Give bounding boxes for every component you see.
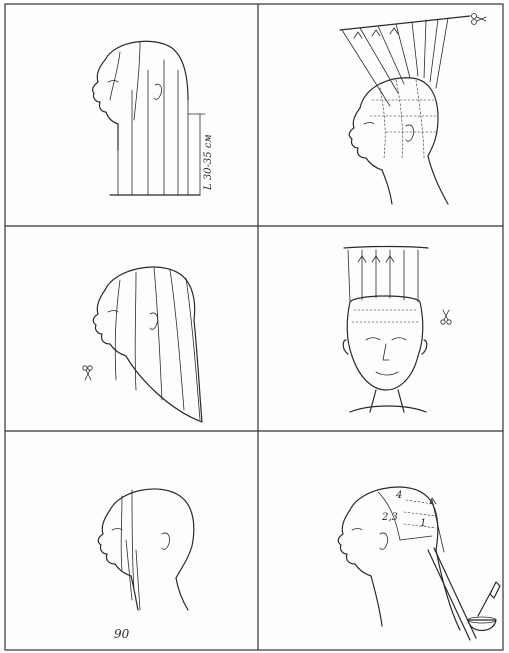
head-profile-drawing: L 30-35 см bbox=[60, 30, 240, 210]
head-elevated-drawing bbox=[320, 8, 505, 218]
length-annotation: L 30-35 см bbox=[203, 134, 214, 191]
panel-front-elevated bbox=[320, 240, 500, 420]
section-label-c: 4 bbox=[395, 490, 402, 501]
head-short-drawing: 90 bbox=[80, 470, 255, 645]
scissors-icon bbox=[472, 14, 487, 25]
panel-profile-vertical: L 30-35 см bbox=[60, 30, 240, 210]
scissors-icon bbox=[441, 310, 451, 324]
section-label-b: 1 bbox=[420, 518, 426, 529]
head-sections-drawing: 2,3 1 4 bbox=[320, 470, 505, 645]
section-label-a: 2,3 bbox=[381, 512, 398, 523]
head-long-drawing bbox=[70, 250, 250, 430]
panel-profile-long bbox=[70, 250, 250, 430]
brush-icon bbox=[478, 582, 500, 616]
panel-profile-short: 90 bbox=[80, 470, 255, 645]
panel-profile-sections: 2,3 1 4 bbox=[320, 470, 505, 645]
scissors-icon bbox=[83, 366, 92, 380]
panel-profile-elevated bbox=[320, 8, 505, 218]
head-front-drawing bbox=[320, 240, 500, 420]
angle-annotation: 90 bbox=[114, 627, 130, 641]
